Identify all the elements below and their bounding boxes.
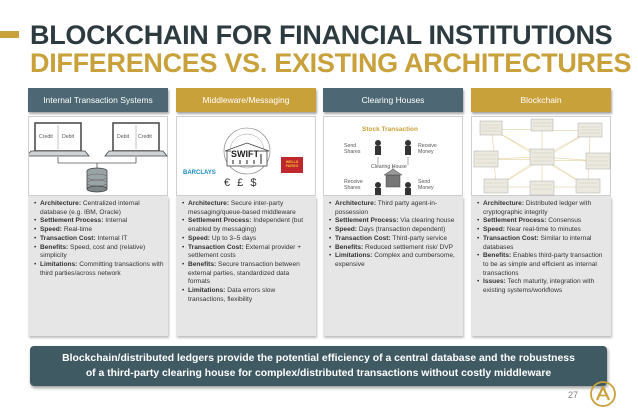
bullet-architecture: Architecture: Centralized internal datab… <box>34 200 164 217</box>
wells-fargo-logo: WELLS FARGO <box>285 160 299 168</box>
bullet-settlement: Settlement Process: Via clearing house <box>329 217 459 226</box>
middleware-details: Architecture: Secure inter-party messagi… <box>176 196 316 336</box>
bullet-settlement: Settlement Process: Internal <box>34 217 164 226</box>
label-credit-left: Credit <box>39 134 53 140</box>
clearing-house-details: Architecture: Third party agent-in-posse… <box>323 196 463 336</box>
banner-line-2: of a third-party clearing house for comp… <box>85 368 552 379</box>
stock-transaction-title: Stock Transaction <box>362 126 418 133</box>
swift-logo: SWIFT <box>231 149 259 160</box>
summary-banner: Blockchain/distributed ledgers provide t… <box>30 346 607 386</box>
label-receive-money: Receive Money <box>418 143 437 156</box>
page-title: BLOCKCHAIN FOR FINANCIAL INSTITUTIONS DI… <box>30 22 631 77</box>
bullet-architecture: Architecture: Third party agent-in-posse… <box>329 200 459 217</box>
page-number: 27 <box>568 390 579 400</box>
bullet-speed: Speed: Days (transaction dependent) <box>329 226 459 235</box>
title-line-1: BLOCKCHAIN FOR FINANCIAL INSTITUTIONS <box>30 20 613 50</box>
bullet-benefits: Benefits: Enables third-party transactio… <box>477 252 607 278</box>
title-accent-bar <box>0 31 19 38</box>
barclays-logo: BARCLAYS <box>183 170 216 176</box>
header-clearing-houses: Clearing Houses <box>323 88 463 112</box>
bullet-benefits: Benefits: Secure transaction between ext… <box>182 261 312 287</box>
bullet-architecture: Architecture: Secure inter-party messagi… <box>182 200 312 217</box>
clearing-house-illustration: Stock Transaction Send Shares Receive Mo… <box>323 116 463 196</box>
label-debit-left: Debit <box>62 134 75 140</box>
label-receive-shares: Receive Shares <box>344 179 363 192</box>
internal-systems-details: Architecture: Centralized internal datab… <box>28 196 168 336</box>
bullet-settlement: Settlement Process: Independent (but ena… <box>182 217 312 234</box>
title-line-2: DIFFERENCES VS. EXISTING ARCHITECTURES <box>30 48 632 78</box>
bullet-architecture: Architecture: Distributed ledger with cr… <box>477 200 607 217</box>
laptops-database-icon <box>26 122 168 193</box>
bullet-benefits: Benefits: Speed, cost and (relative) sim… <box>34 244 164 261</box>
currency-symbols: € £ $ <box>224 177 259 189</box>
internal-systems-illustration: Credit Debit Debit Credit <box>26 116 168 196</box>
label-credit-right: Credit <box>138 134 152 140</box>
label-clearing-house: Clearing House <box>371 164 407 170</box>
bullet-cost: Transaction Cost: Third-party service <box>329 235 459 244</box>
bullet-speed: Speed: Real-time <box>34 226 164 235</box>
clearing-diagram-icon <box>375 140 411 195</box>
company-logo-icon <box>590 381 616 407</box>
bullet-cost: Transaction Cost: Similar to internal da… <box>477 235 607 252</box>
bullet-benefits: Benefits: Reduced settlement risk/ DVP <box>329 244 459 253</box>
bullet-limitations: Limitations: Committing transactions wit… <box>34 261 164 278</box>
bullet-settlement: Settlement Process: Consensus <box>477 217 607 226</box>
bullet-speed: Speed: Near real-time to minutes <box>477 226 607 235</box>
bullet-issues: Issues: Tech maturity, integration with … <box>477 278 607 295</box>
label-debit-right: Debit <box>117 134 130 140</box>
distributed-ledger-icon <box>473 118 611 196</box>
blockchain-details: Architecture: Distributed ledger with cr… <box>471 196 611 336</box>
banner-line-1: Blockchain/distributed ledgers provide t… <box>62 352 575 364</box>
header-blockchain: Blockchain <box>471 88 611 112</box>
bullet-speed: Speed: Up to 3–5 days <box>182 235 312 244</box>
bullet-cost: Transaction Cost: External provider + se… <box>182 244 312 261</box>
blockchain-illustration <box>471 116 611 196</box>
bullet-limitations: Limitations: Data errors slow transactio… <box>182 287 312 304</box>
bullet-cost: Transaction Cost: Internal IT <box>34 235 164 244</box>
bullet-limitations: Limitations: Complex and cumbersome, exp… <box>329 252 459 269</box>
label-send-money: Send Money <box>418 179 434 192</box>
label-send-shares: Send Shares <box>344 143 361 156</box>
middleware-illustration: SWIFT BARCLAYS WELLS FARGO € £ $ <box>176 116 316 196</box>
header-internal-systems: Internal Transaction Systems <box>28 88 168 112</box>
header-middleware: Middleware/Messaging <box>176 88 316 112</box>
